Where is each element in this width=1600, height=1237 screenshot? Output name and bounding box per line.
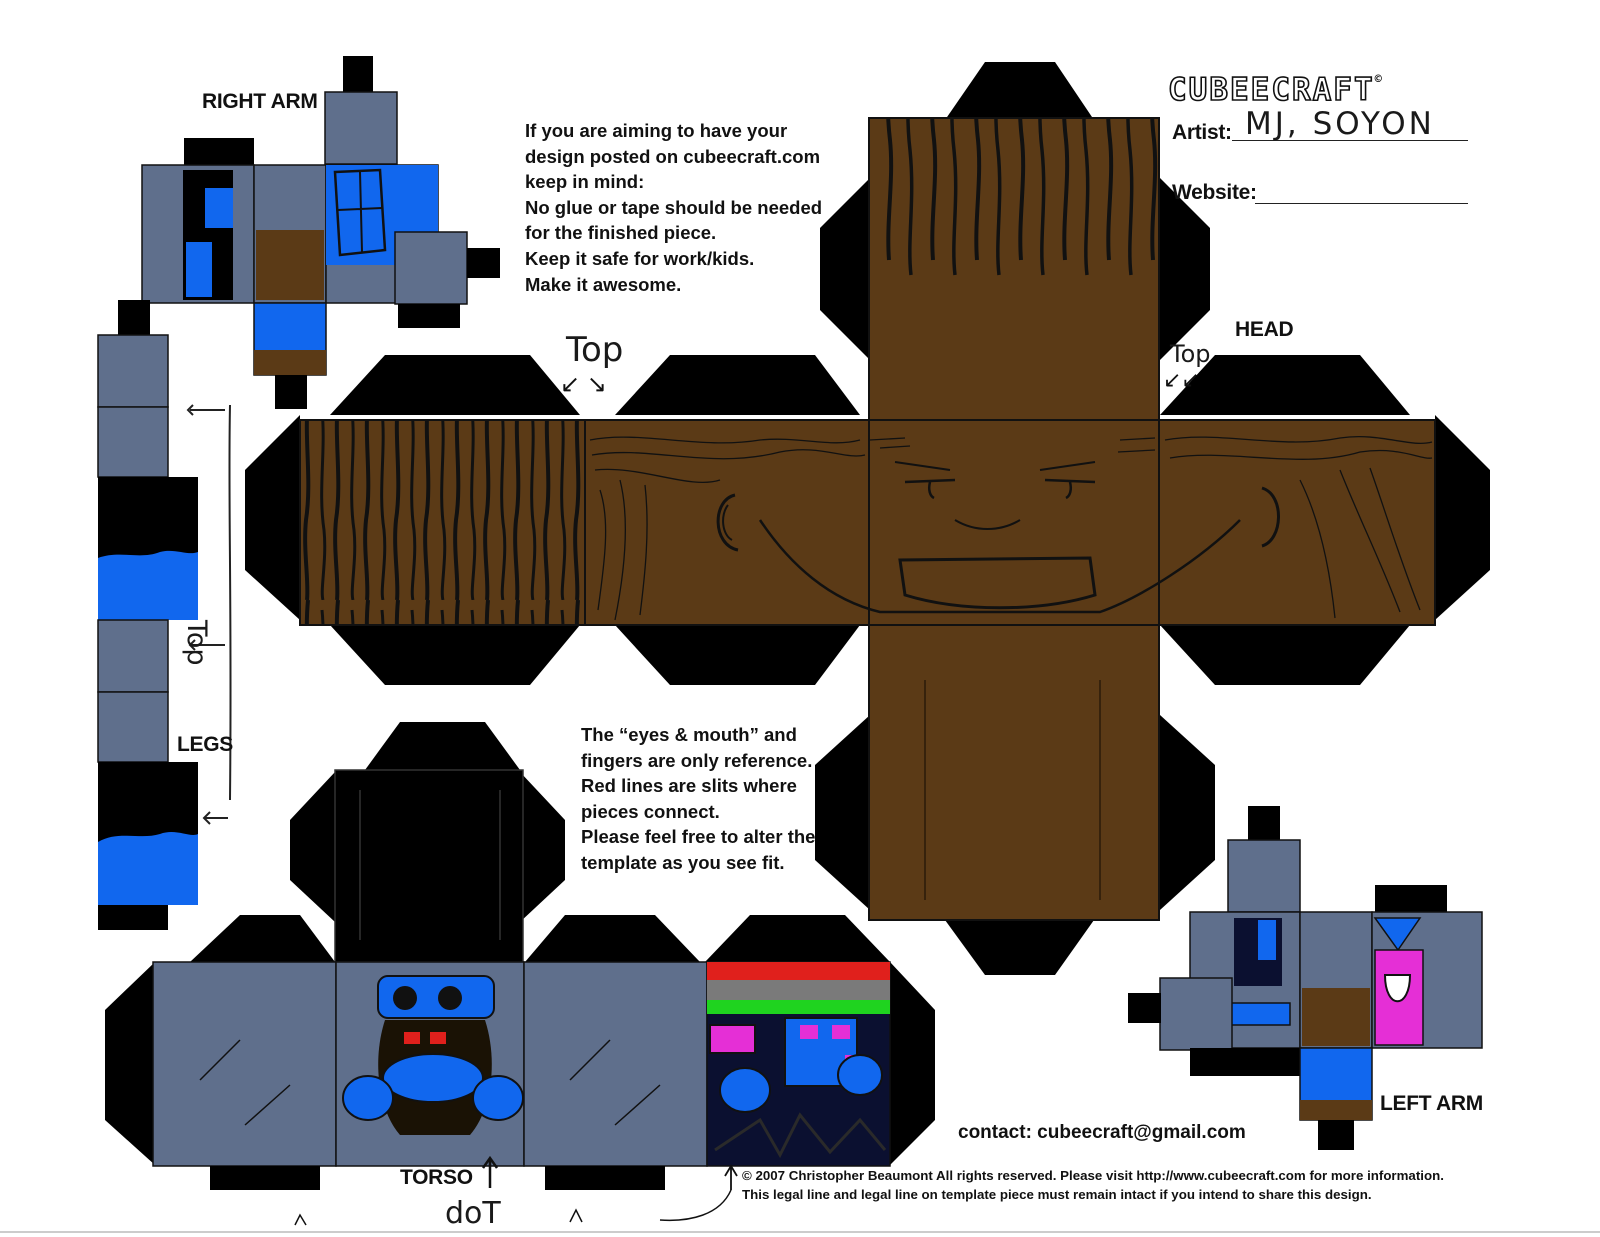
instruction-line: If you are aiming to have your [525, 120, 788, 141]
handwritten-top-2: Top [1170, 340, 1211, 368]
instruction-line: fingers are only reference. [581, 749, 813, 771]
right-ear [1261, 486, 1280, 548]
label-left-arm: LEFT ARM [1380, 1092, 1483, 1115]
left-eye [904, 478, 956, 500]
head-tab-lower-2 [615, 625, 860, 685]
head-bottom-face [868, 624, 1160, 921]
instruction-line: No glue or tape should be needed [525, 196, 823, 218]
legal-line: This legal line and legal line on templa… [742, 1187, 1372, 1202]
legs-template [97, 300, 232, 930]
head-tab-upper-2 [615, 355, 860, 415]
label-torso: TORSO [400, 1166, 473, 1189]
artist-underline [1232, 140, 1468, 141]
handwritten-legs-top: Top [181, 620, 212, 666]
label-legs: LEGS [177, 733, 233, 756]
label-right-arm: RIGHT ARM [202, 90, 318, 113]
instructions-middle: The “eyes & mouth” and fingers are only … [581, 722, 815, 876]
right-brow [1039, 461, 1096, 471]
head-tab-left-end [245, 415, 300, 620]
head-left-face [584, 419, 870, 626]
instruction-line: Red lines are slits where [581, 775, 797, 797]
instruction-line: The “eyes & mouth” and [581, 724, 797, 745]
head-tab-lower-3 [1160, 625, 1410, 685]
head-tab-upper-1 [330, 355, 580, 415]
left-brow [894, 461, 951, 471]
instruction-line: pieces connect. [581, 800, 720, 822]
head-tab-top-right [1160, 178, 1210, 360]
torso-top-face [334, 769, 524, 963]
right-arm-template [141, 56, 500, 409]
left-ear [716, 493, 739, 552]
head-tab-top-left [820, 178, 870, 360]
torso-template [105, 722, 935, 1226]
logo-text: CUBEECRAFT [1167, 71, 1375, 109]
instruction-line: for the finished piece. [525, 222, 717, 244]
website-label: Website: [1172, 181, 1257, 204]
artist-label: Artist: [1172, 121, 1232, 144]
head-tab-upper-3 [1160, 355, 1410, 415]
head-tab-bottom [945, 920, 1094, 975]
instruction-line: Keep it safe for work/kids. [525, 247, 755, 269]
head-tab-lower-1 [330, 625, 580, 685]
beard [898, 556, 1097, 610]
head-template [245, 62, 1490, 975]
arrow-top-1: ↙ ↘ [560, 371, 607, 398]
hair-scribble [589, 436, 1433, 621]
legal-text: © 2007 Christopher Beaumont All rights r… [742, 1166, 1444, 1204]
head-tab-right-end [1435, 415, 1490, 620]
head-tab-bottom-right [1160, 715, 1215, 910]
label-head: HEAD [1235, 318, 1294, 341]
nose [954, 519, 1021, 530]
left-arm-template [1128, 806, 1483, 1150]
handwritten-torso-top: doT [445, 1196, 501, 1231]
logo-copyright-mark: © [1374, 72, 1384, 86]
instruction-line: Please feel free to alter the [581, 826, 816, 848]
instruction-line: template as you see fit. [581, 851, 785, 873]
head-tab-bottom-left [815, 715, 870, 910]
right-eye [1044, 478, 1096, 500]
torso-side-right [523, 961, 708, 1167]
artist-value[interactable]: MJ, SOYON [1245, 106, 1435, 142]
instruction-line: keep in mind: [525, 171, 645, 193]
cubeecraft-logo: CUBEECRAFT© [1167, 71, 1384, 109]
head-tab-top [945, 62, 1094, 120]
instruction-line: design posted on cubeecraft.com [525, 145, 821, 167]
instructions-top: If you are aiming to have your design po… [525, 118, 822, 297]
arrow-top-2: ↙↙ [1163, 367, 1200, 392]
torso-side-left [152, 961, 337, 1167]
contact-line: contact: cubeecraft@gmail.com [958, 1122, 1246, 1143]
instruction-line: Make it awesome. [525, 273, 682, 295]
website-underline [1255, 203, 1468, 204]
legal-line: © 2007 Christopher Beaumont All rights r… [742, 1168, 1444, 1183]
handwritten-top-1: Top [566, 330, 624, 370]
